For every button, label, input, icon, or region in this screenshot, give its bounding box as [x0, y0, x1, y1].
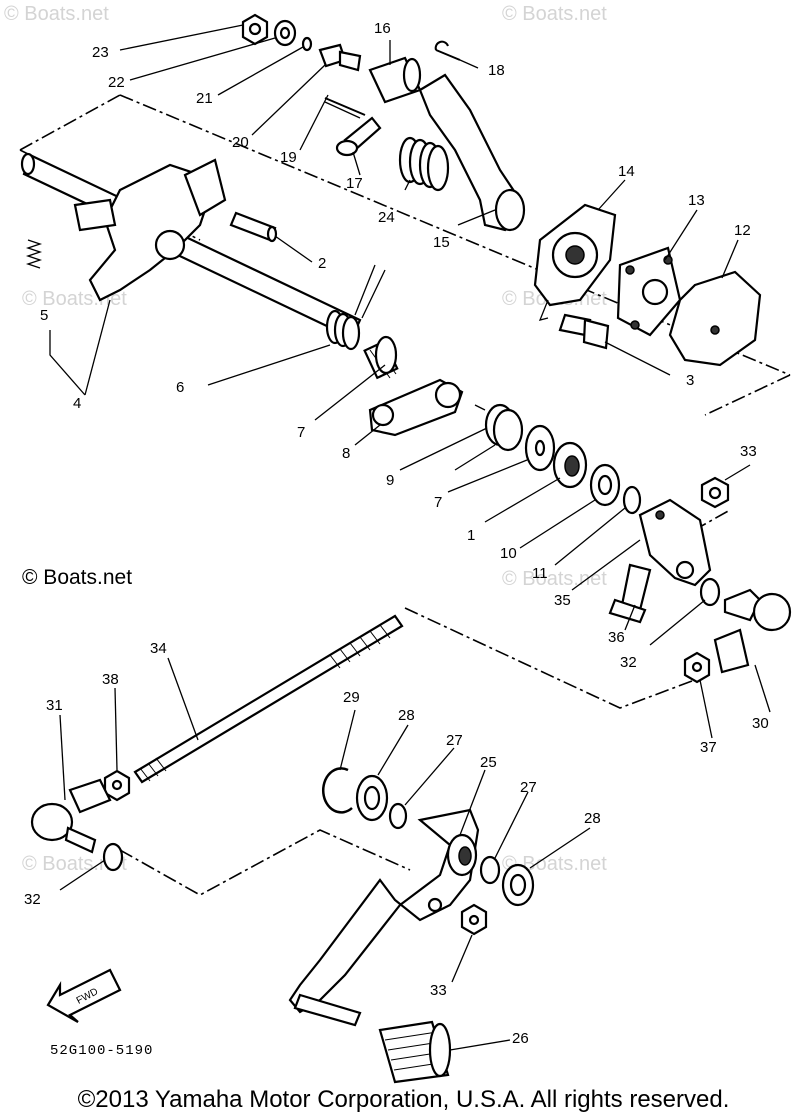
callout-28-left: 28: [398, 707, 415, 724]
callout-25: 25: [480, 754, 497, 771]
watermark-bottom-left: © Boats.net: [22, 853, 127, 875]
lever-15: [418, 73, 526, 232]
pedal-rubber-26: [378, 1020, 452, 1084]
callout-36: 36: [608, 629, 625, 646]
watermark-top-left: © Boats.net: [4, 3, 109, 25]
torsion-spring-6: [325, 264, 386, 351]
callout-20: 20: [232, 134, 249, 151]
callout-6: 6: [176, 379, 184, 396]
washer-10: [589, 463, 621, 507]
nut-33-upper: [700, 476, 730, 509]
callout-16: 16: [374, 20, 391, 37]
fwd-arrow: FWD: [46, 968, 122, 1023]
washer-32-lower: [102, 842, 124, 872]
callout-29: 29: [343, 689, 360, 706]
callout-30: 30: [752, 715, 769, 732]
callout-24: 24: [378, 209, 395, 226]
callout-7-lower: 7: [434, 494, 442, 511]
washer-28-left: [355, 774, 389, 822]
callout-26: 26: [512, 1030, 529, 1047]
washer-7-upper: [374, 335, 398, 375]
callout-27-right: 27: [520, 779, 537, 796]
pin-2: [229, 211, 278, 243]
callout-28-right: 28: [584, 810, 601, 827]
cam-plate-14: [533, 203, 617, 321]
clip-29: [321, 767, 353, 814]
callout-38: 38: [102, 671, 119, 688]
callout-14: 14: [618, 163, 635, 180]
collar-16: [368, 56, 422, 104]
cotter-pin-19: [324, 97, 366, 119]
callout-13: 13: [688, 192, 705, 209]
shift-lever-arm: [73, 158, 227, 302]
callout-27-left: 27: [446, 732, 463, 749]
ball-joint-31: [30, 778, 112, 854]
bolt-20: [318, 43, 362, 72]
leader-lines: [49, 24, 771, 1051]
pin-17: [335, 116, 382, 157]
washer-7-lower: [524, 424, 556, 472]
stopper-plate-13: [616, 246, 682, 337]
callout-15: 15: [433, 234, 450, 251]
spring-5: [25, 239, 43, 269]
assembly-boundary-upper: [19, 94, 791, 416]
callout-33-lower: 33: [430, 982, 447, 999]
clamp-lever-35: [638, 498, 712, 587]
callout-35: 35: [554, 592, 571, 609]
callout-37: 37: [700, 739, 717, 756]
bolt-3: [558, 313, 610, 350]
nut-33-lower: [460, 903, 488, 936]
callout-31: 31: [46, 697, 63, 714]
washer-28-right: [501, 863, 535, 907]
spring-24: [398, 136, 450, 192]
bolt-36: [608, 563, 652, 624]
callout-4: 4: [73, 395, 81, 412]
callout-11: 11: [532, 565, 548, 582]
drawing-number: 52G100-5190: [50, 1043, 154, 1059]
callout-8: 8: [342, 445, 350, 462]
washer-32-upper: [699, 577, 721, 607]
shift-pedal-25: [288, 808, 480, 1027]
callout-22: 22: [108, 74, 125, 91]
callout-9: 9: [386, 472, 394, 489]
clip-18: [434, 40, 461, 61]
callout-19: 19: [280, 149, 297, 166]
callout-5: 5: [40, 307, 48, 324]
assembly-boundary-lower: [119, 607, 701, 896]
callout-21: 21: [196, 90, 213, 107]
callout-1: 1: [467, 527, 475, 544]
shift-rod-34: [133, 614, 404, 784]
callout-7-upper: 7: [297, 424, 305, 441]
callout-32-upper: 32: [620, 654, 637, 671]
callout-2: 2: [318, 255, 326, 272]
watermark-label: © Boats.net: [22, 566, 133, 589]
callout-17: 17: [346, 175, 363, 192]
callout-3: 3: [686, 372, 694, 389]
nut-38: [103, 769, 131, 802]
washer-21: [301, 36, 313, 52]
ball-joint-30: [713, 588, 792, 674]
nut-37: [683, 651, 711, 684]
copyright-notice: ©2013 Yamaha Motor Corporation, U.S.A. A…: [77, 1086, 730, 1113]
callout-10: 10: [500, 545, 517, 562]
cover-plate-12: [668, 270, 762, 367]
callout-34: 34: [150, 640, 167, 657]
callout-32-lower: 32: [24, 891, 41, 908]
o-ring-27-right: [479, 855, 501, 885]
o-ring-27-left: [388, 802, 408, 830]
spring-9: [454, 403, 524, 471]
callout-33-upper: 33: [740, 443, 757, 460]
callout-18: 18: [488, 62, 505, 79]
bushing-1: [552, 441, 588, 489]
circlip-11: [622, 485, 642, 515]
shift-arm-8: [368, 378, 464, 437]
nut-23: [241, 13, 269, 46]
washer-22: [273, 19, 297, 47]
watermark-lower-right: © Boats.net: [502, 568, 607, 590]
watermark-top-right: © Boats.net: [502, 3, 607, 25]
callout-23: 23: [92, 44, 109, 61]
callout-12: 12: [734, 222, 751, 239]
